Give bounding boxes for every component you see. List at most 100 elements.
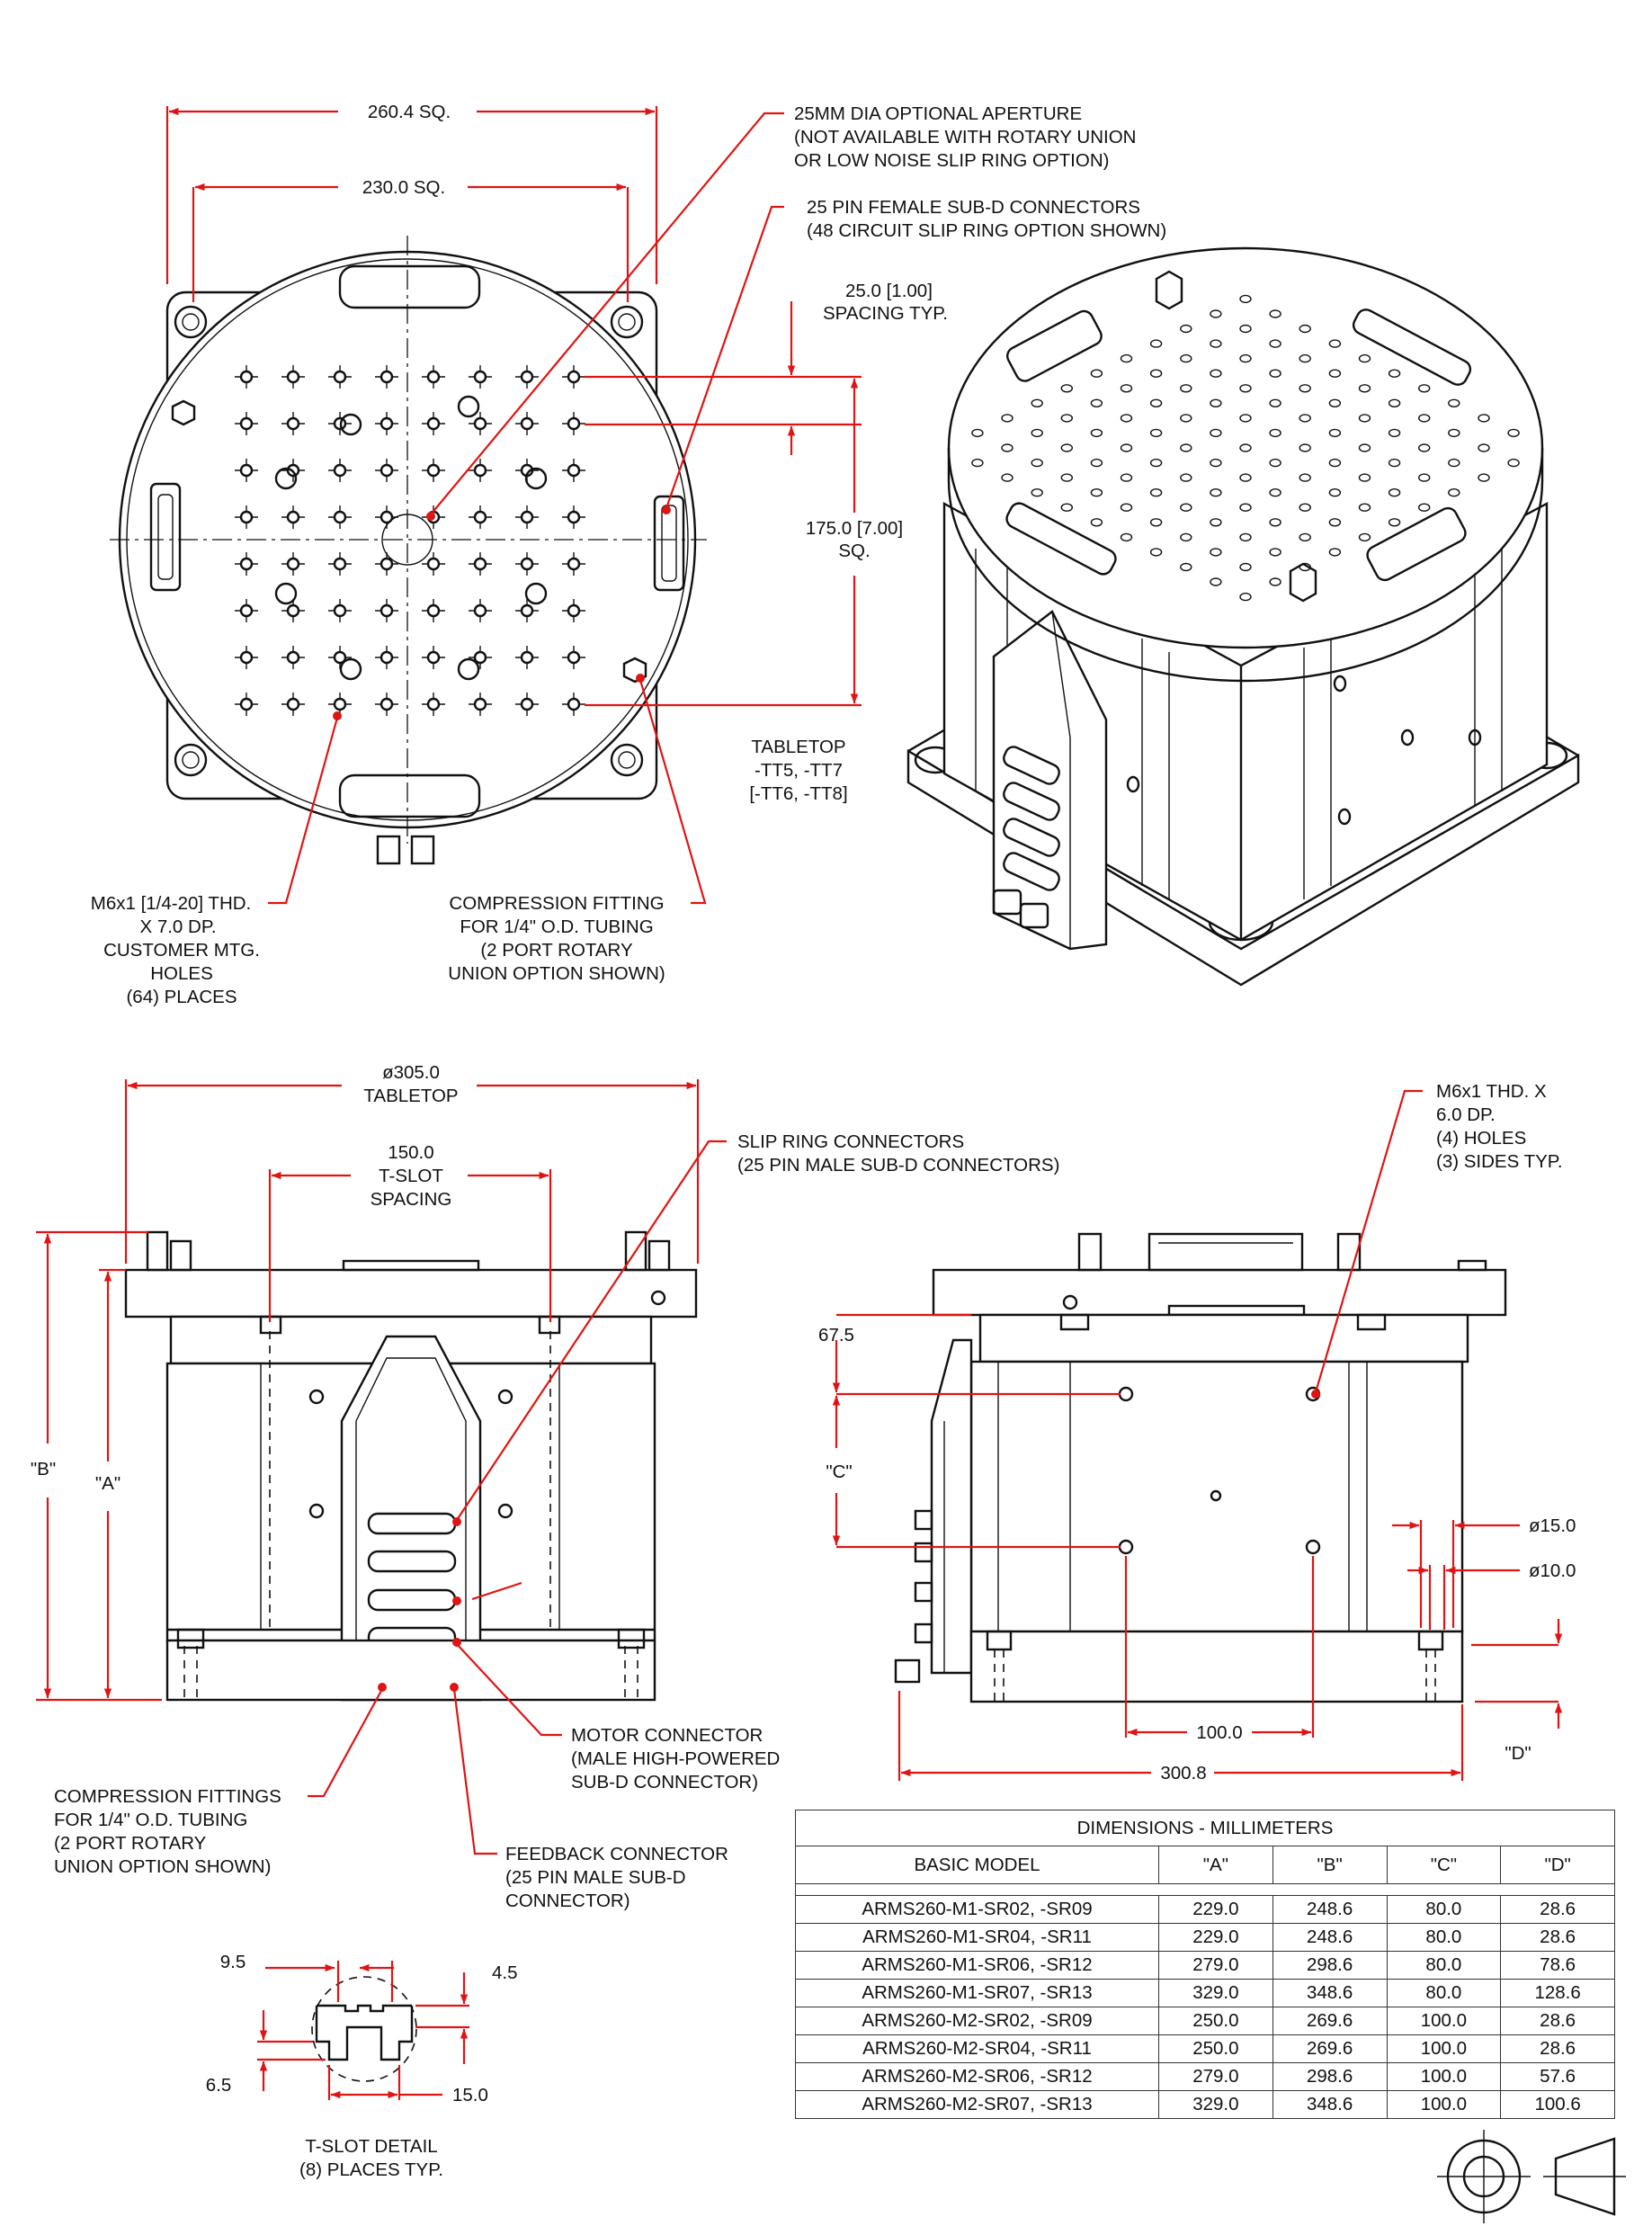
table-cell-value: 279.0	[1158, 2062, 1273, 2091]
hole-centermark	[469, 693, 492, 716]
tabletop-hole	[1001, 443, 1014, 452]
tabletop-hole	[1417, 503, 1431, 512]
mounting-hole	[286, 557, 300, 571]
mounting-hole	[520, 416, 534, 431]
hole-centermark	[328, 646, 352, 669]
dim-height-67: 67.5	[818, 1325, 854, 1345]
mounting-hole	[333, 510, 347, 524]
hole-centermark	[235, 365, 258, 389]
tabletop-hole	[1001, 473, 1014, 482]
mounting-hole	[567, 370, 581, 384]
callout-mtg-2: X 7.0 DP.	[139, 916, 216, 937]
tabletop-hole	[1210, 398, 1222, 407]
tabletop-hole	[1299, 324, 1311, 334]
tabletop-hole	[1239, 443, 1252, 452]
tabletop-hole	[1239, 384, 1252, 393]
dim-hole-spacing: 100.0	[1196, 1722, 1242, 1743]
tabletop-hole	[1239, 503, 1252, 512]
tabletop-hole	[1448, 428, 1460, 438]
mounting-hole	[473, 510, 487, 524]
mounting-hole	[473, 603, 487, 618]
mounting-hole	[286, 650, 300, 665]
tabletop-hole	[1031, 428, 1043, 438]
table-cell-model: ARMS260-M1-SR06, -SR12	[795, 1951, 1159, 1980]
callout-feedback-2: (25 PIN MALE SUB-D	[505, 1867, 686, 1888]
tabletop-hole	[1210, 369, 1222, 378]
hole-centermark	[281, 365, 305, 389]
callout-thd-1: M6x1 THD. X	[1436, 1081, 1547, 1102]
table-cell-value: 269.6	[1272, 2034, 1388, 2063]
mounting-hole	[567, 416, 581, 431]
tabletop-hole	[1149, 488, 1163, 497]
hole-centermark	[515, 693, 539, 716]
dim-tslot-b: 4.5	[492, 1962, 518, 1983]
tslot-detail: 9.5 4.5 6.5 15.0 T-SLOT DETAIL (8) PLACE…	[206, 1952, 518, 2180]
hole-centermark	[562, 599, 585, 622]
tabletop-hole	[1358, 414, 1371, 423]
tslot-label-1: T-SLOT DETAIL	[305, 2136, 437, 2157]
tabletop-hole	[1417, 414, 1431, 423]
fitting-icon	[146, 1230, 671, 1272]
table-cell-value: 348.6	[1272, 1979, 1388, 2007]
table-cell-value: 100.0	[1386, 2034, 1502, 2063]
col-header-d: "D"	[1500, 1846, 1615, 1884]
mounting-hole	[333, 650, 347, 665]
tabletop-hole	[1090, 518, 1103, 527]
tabletop-hole	[1448, 458, 1460, 468]
hole-centermark	[281, 412, 305, 435]
tabletop-hole	[1149, 518, 1163, 527]
tabletop-hole	[1180, 473, 1192, 482]
dim-C: "C"	[826, 1462, 852, 1482]
tabletop-hole	[1149, 458, 1163, 468]
mounting-hole	[333, 463, 347, 478]
mounting-hole	[520, 370, 534, 384]
mounting-hole	[567, 697, 581, 711]
mounting-hole	[520, 603, 534, 618]
callout-compression-4: UNION OPTION SHOWN)	[54, 1856, 271, 1877]
table-cell-value: 298.6	[1272, 2062, 1388, 2091]
hole-centermark	[328, 599, 352, 622]
tabletop-hole	[1120, 473, 1133, 482]
mounting-hole	[286, 510, 300, 524]
hole-centermark	[422, 693, 445, 716]
dim-D: "D"	[1505, 1743, 1531, 1764]
tabletop-hole	[1299, 353, 1311, 363]
tabletop-hole	[1299, 473, 1311, 482]
hole-centermark	[469, 412, 492, 435]
hole-centermark	[235, 599, 258, 622]
callout-thd-3: (4) HOLES	[1436, 1128, 1526, 1149]
tabletop-hole	[971, 428, 984, 438]
table-cell-value: 100.0	[1386, 2007, 1502, 2035]
tabletop-hole	[1120, 443, 1133, 452]
front-view: ø305.0 TABLETOP 150.0 T-SLOT SPACING "B"…	[31, 1062, 1060, 1911]
callout-fitting-4: UNION OPTION SHOWN)	[448, 963, 665, 984]
mounting-hole	[520, 697, 534, 711]
mounting-hole	[239, 370, 254, 384]
tabletop-hole	[1180, 562, 1192, 572]
tabletop-hole	[1417, 384, 1431, 393]
tabletop-hole	[1120, 532, 1133, 542]
tabletop-hole	[1090, 428, 1103, 438]
callout-motor-1: MOTOR CONNECTOR	[571, 1725, 763, 1746]
tabletop-hole	[1328, 548, 1342, 557]
hole-centermark	[328, 365, 352, 389]
tabletop-hole	[1090, 398, 1103, 407]
table-cell-value: 269.6	[1272, 2007, 1388, 2035]
mounting-hole	[380, 650, 394, 665]
hole-centermark	[562, 412, 585, 435]
tabletop-hole	[1328, 339, 1342, 348]
hole-centermark	[281, 552, 305, 576]
table-cell-value: 250.0	[1158, 2034, 1273, 2063]
tabletop-hole	[1149, 548, 1163, 557]
hole-centermark	[375, 693, 398, 716]
table-cell-value: 78.6	[1500, 1951, 1615, 1980]
mounting-hole	[239, 510, 254, 524]
hole-centermark	[562, 505, 585, 529]
table-cell-value: 80.0	[1386, 1895, 1502, 1924]
mounting-hole	[239, 650, 254, 665]
hole-centermark	[562, 459, 585, 482]
mounting-hole	[520, 510, 534, 524]
table-cell-value: 100.6	[1500, 2090, 1615, 2119]
hole-centermark	[469, 599, 492, 622]
